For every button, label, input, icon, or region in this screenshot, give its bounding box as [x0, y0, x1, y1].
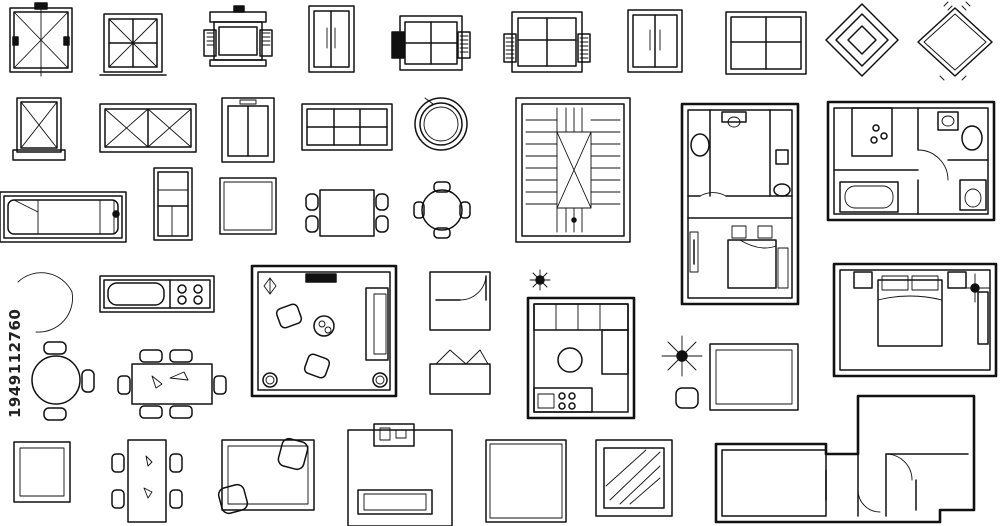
- living-room-plan-icon: [250, 264, 398, 398]
- round-table-icon: [17, 272, 73, 333]
- rug-plain-icon: [485, 439, 567, 523]
- bathtub-with-stove-icon: [99, 275, 215, 313]
- door-glass-icon: [627, 9, 683, 73]
- bathtub-icon: [0, 191, 127, 243]
- staircase-icon: [515, 97, 631, 243]
- round-table-four-chairs-icon: [413, 181, 471, 239]
- table-four-chairs-2-icon: [111, 439, 183, 523]
- shower-cabin-icon: [153, 167, 193, 241]
- window-four-pane-icon: [725, 11, 807, 75]
- square-side-table-icon: [13, 441, 71, 503]
- dining-table-six-chairs-icon: [117, 349, 227, 419]
- square-table-icon: [219, 177, 277, 235]
- kitchen-plan-icon: [526, 296, 636, 420]
- round-table-chairs-icon: [31, 341, 95, 421]
- rug-tassel-icon: [917, 1, 993, 81]
- door-double-icon: [308, 5, 355, 73]
- floor-plan-icon: [714, 394, 976, 524]
- window-cross-icon: [99, 13, 167, 76]
- plant-icon: [529, 269, 551, 291]
- corner-closet-2-icon: [429, 349, 491, 395]
- round-table-top-icon: [414, 97, 468, 151]
- rug-icon: [709, 343, 799, 411]
- rug-diamond-icon: [825, 3, 899, 77]
- window-triple-pane-icon: [301, 103, 393, 151]
- elevator-icon: [221, 97, 275, 163]
- window-small-icon: [12, 97, 66, 161]
- window-casement-icon: [9, 2, 73, 77]
- corner-closet-icon: [429, 271, 491, 331]
- table-four-chairs-icon: [305, 189, 389, 237]
- apartment-plan-icon: [680, 102, 800, 306]
- window-with-shutters-icon: [203, 5, 273, 67]
- window-double-cross-icon: [99, 103, 197, 153]
- bathroom-plan-icon: [826, 100, 996, 222]
- plant-large-icon: [661, 335, 703, 409]
- window-double-shutter-icon: [391, 15, 471, 71]
- bedroom-plan-icon: [832, 262, 998, 378]
- tv-and-sofa-icon: [347, 423, 453, 526]
- rug-hatched-icon: [595, 439, 673, 517]
- rug-with-chair-icon: [217, 437, 315, 515]
- window-triple-shutter-icon: [503, 11, 591, 73]
